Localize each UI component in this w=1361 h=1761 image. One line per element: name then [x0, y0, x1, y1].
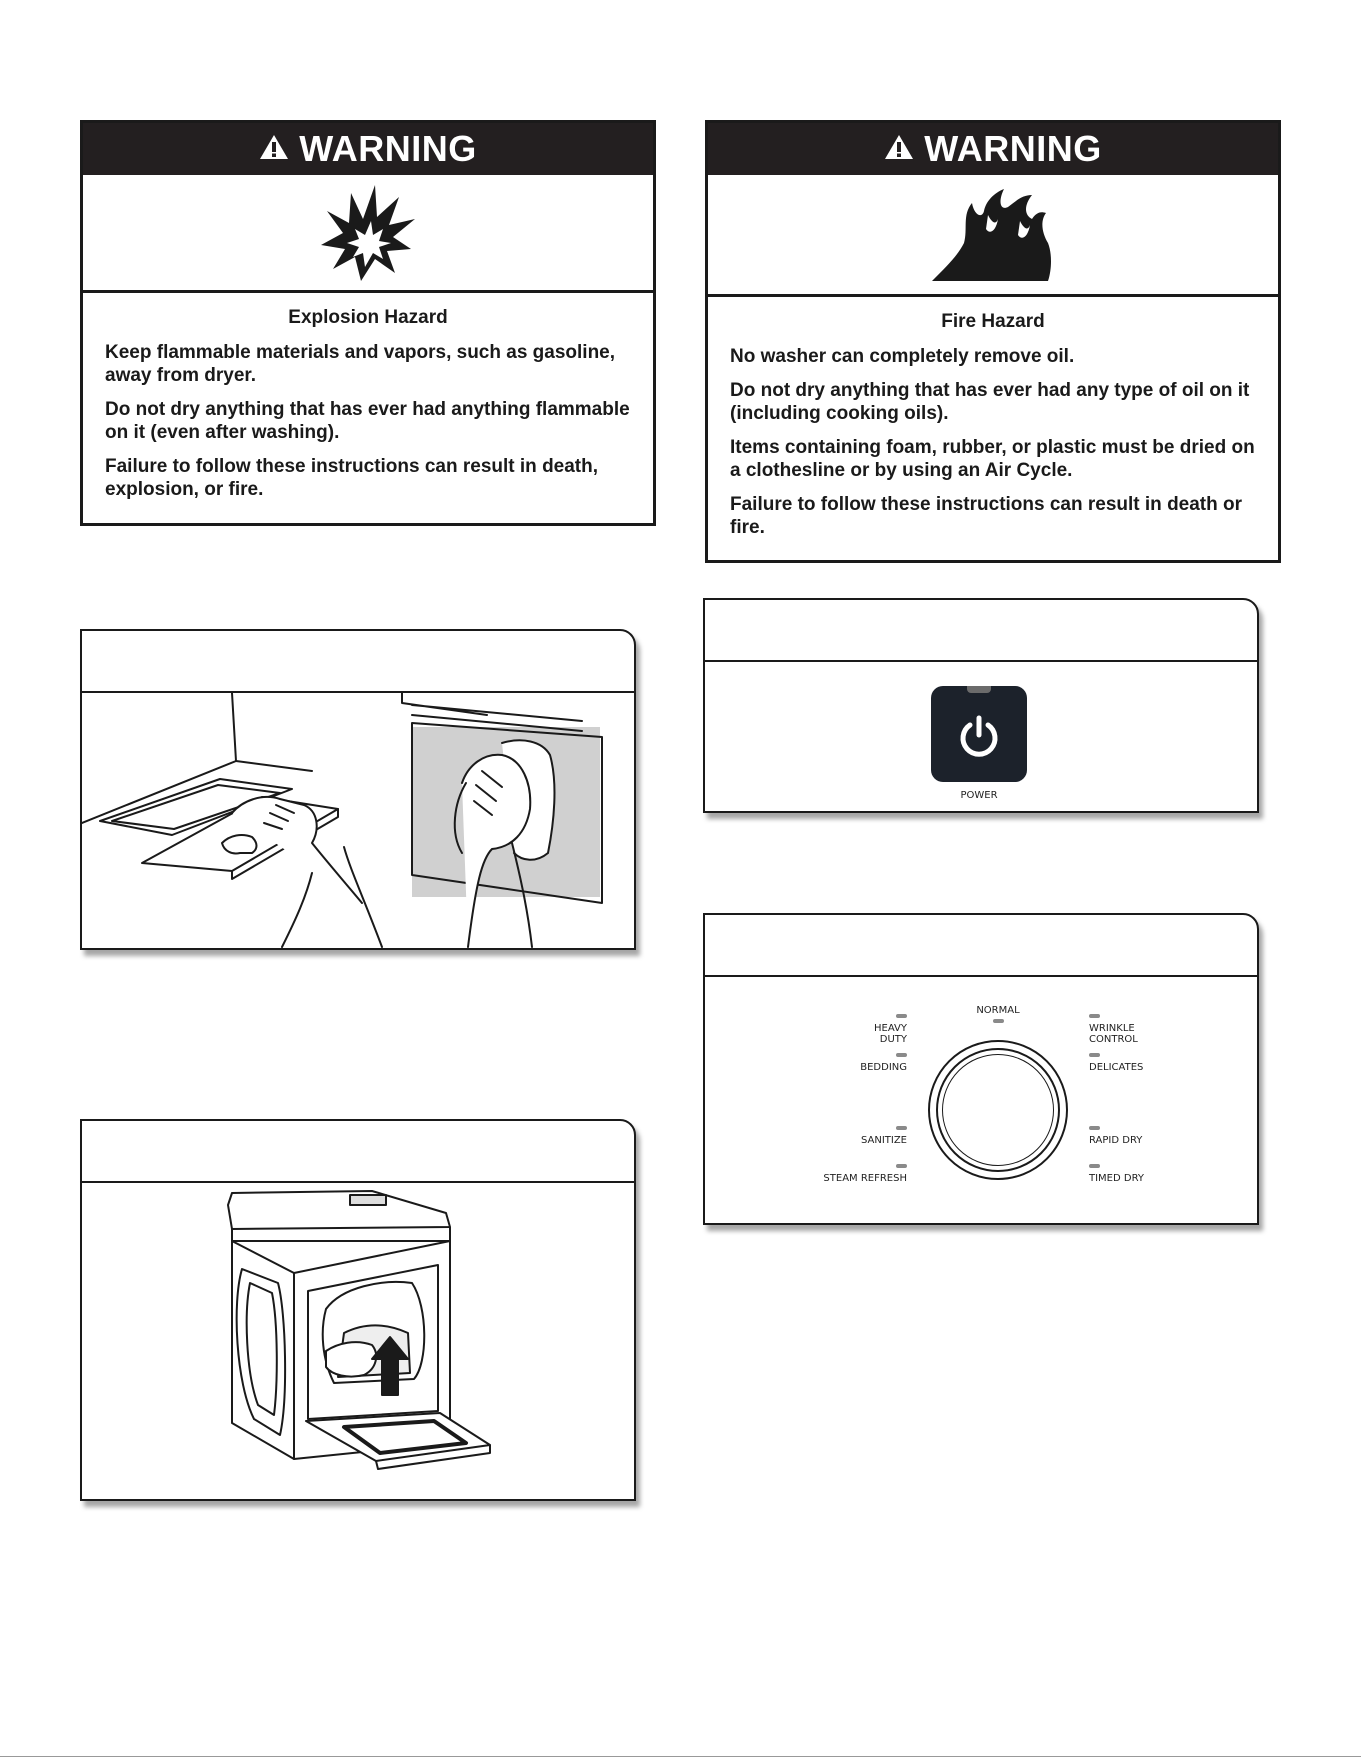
cycle-indicator-light: [1089, 1053, 1100, 1057]
power-panel: POWER: [703, 598, 1259, 813]
warning-header: WARNING: [708, 123, 1278, 175]
cycle-label-control: CONTROL: [1089, 1034, 1138, 1045]
warning-title: Fire Hazard: [941, 311, 1045, 332]
warning-text: Failure to follow these instructions can…: [730, 494, 1243, 538]
cycle-label-delicates: DELICATES: [1089, 1062, 1144, 1073]
cycle-label-steam-refresh: STEAM REFRESH: [823, 1173, 907, 1184]
power-indicator-light: [967, 686, 991, 693]
explosion-icon: [83, 175, 653, 293]
panel-header: [705, 915, 1257, 977]
warning-text: Items containing foam, rubber, or plasti…: [730, 437, 1255, 481]
cycle-indicator-light: [896, 1014, 907, 1018]
warning-text: Keep flammable materials and vapors, suc…: [105, 342, 616, 386]
cycle-label-rapid-dry: RAPID DRY: [1089, 1135, 1143, 1146]
cycle-indicator-light: [896, 1164, 907, 1168]
fire-warning-box: WARNING Fire Hazard No washer can comple…: [705, 120, 1281, 563]
power-button[interactable]: [931, 686, 1027, 782]
fire-icon: [708, 175, 1278, 297]
lint-screen-illustration-panel: [80, 629, 636, 950]
warning-triangle-icon: [884, 128, 914, 170]
cycle-indicator-light: [1089, 1014, 1100, 1018]
cycle-selector-knob[interactable]: [928, 1040, 1068, 1180]
cycle-indicator-light: [993, 1019, 1004, 1023]
cycle-indicator-light: [896, 1126, 907, 1130]
panel-header: [82, 1121, 634, 1183]
cycle-indicator-light: [1089, 1126, 1100, 1130]
footer-rule: [0, 1756, 1361, 1757]
knob-inner-ring: [942, 1054, 1054, 1166]
warning-title: Explosion Hazard: [288, 307, 448, 328]
cycle-label-duty: DUTY: [879, 1034, 907, 1045]
cycle-indicator-light: [1089, 1164, 1100, 1168]
power-label: POWER: [960, 790, 998, 801]
warning-text: No washer can completely remove oil.: [730, 346, 1075, 367]
lint-screen-illustration: [82, 692, 634, 948]
load-dryer-illustration-panel: [80, 1119, 636, 1501]
warning-triangle-icon: [259, 128, 289, 170]
cycle-selector-panel: NORMAL HEAVY DUTY BEDDING SANITIZE STEAM…: [703, 913, 1259, 1225]
cycle-label-heavy: HEAVY: [874, 1023, 907, 1034]
cycle-label-normal: NORMAL: [976, 1005, 1020, 1016]
knob-inner-ring: [936, 1048, 1060, 1172]
cycle-label-bedding: BEDDING: [860, 1062, 907, 1073]
cycle-indicator-light: [896, 1053, 907, 1057]
panel-header: [82, 631, 634, 693]
cycle-label-sanitize: SANITIZE: [860, 1135, 907, 1146]
explosion-warning-box: WARNING Explosion Hazard Keep flammable …: [80, 120, 656, 526]
power-icon: [960, 715, 998, 757]
warning-header-text: WARNING: [299, 128, 477, 169]
dryer-loading-illustration: [82, 1183, 634, 1499]
cycle-label-timed-dry: TIMED DRY: [1089, 1173, 1144, 1184]
warning-header: WARNING: [83, 123, 653, 175]
warning-text: Do not dry anything that has ever had an…: [105, 399, 630, 443]
warning-text: Failure to follow these instructions can…: [105, 456, 599, 500]
warning-header-text: WARNING: [924, 128, 1102, 169]
warning-text: Do not dry anything that has ever had an…: [730, 380, 1250, 424]
panel-header: [705, 600, 1257, 662]
cycle-label-wrinkle: WRINKLE: [1089, 1023, 1135, 1034]
